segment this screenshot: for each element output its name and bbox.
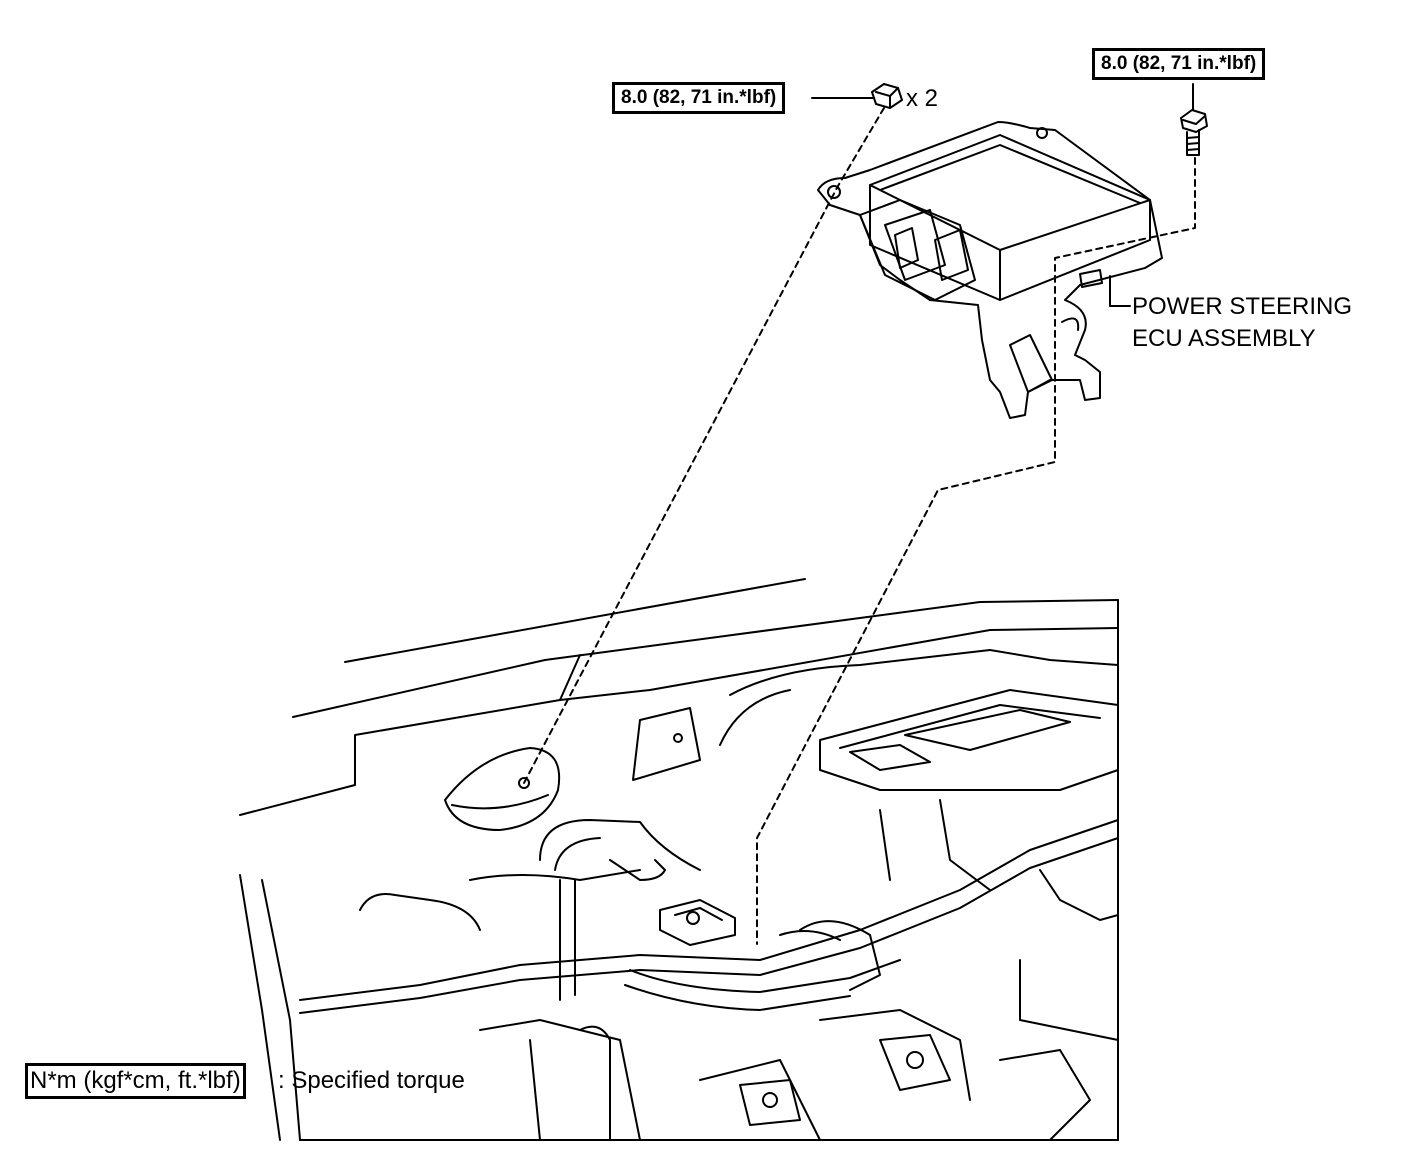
nut-quantity-label: x 2 [906, 85, 939, 112]
ecu-assembly [817, 121, 1163, 419]
installation-guide-lines [523, 107, 1196, 945]
part-name-line2: ECU ASSEMBLY [1132, 325, 1316, 352]
callout-leaders [811, 83, 1194, 307]
bolt-torque-label: 8.0 (82, 71 in.*lbf) [1092, 48, 1266, 80]
torque-legend-description: : Specified torque [278, 1067, 465, 1094]
torque-unit-legend-box: N*m (kgf*cm, ft.*lbf) [25, 1063, 246, 1099]
nut-icon [871, 83, 903, 109]
nut-torque-label: 8.0 (82, 71 in.*lbf) [612, 82, 786, 114]
part-name-line1: POWER STEERING [1132, 293, 1353, 320]
bolt-icon [1180, 109, 1208, 156]
engine-bay [239, 578, 1119, 1141]
